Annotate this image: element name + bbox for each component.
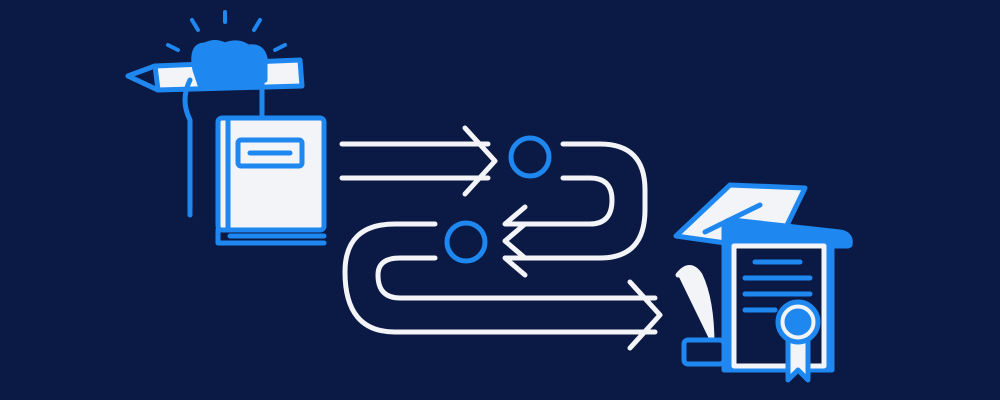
hand-holding-pencil-icon xyxy=(125,40,305,218)
step-circle-icon xyxy=(444,220,488,264)
certificate-diploma-icon xyxy=(673,182,853,383)
flow-arrows-icon xyxy=(339,125,663,351)
sparkle-icon xyxy=(166,10,287,52)
book-icon xyxy=(215,115,327,246)
step-circle-icon xyxy=(508,135,552,179)
